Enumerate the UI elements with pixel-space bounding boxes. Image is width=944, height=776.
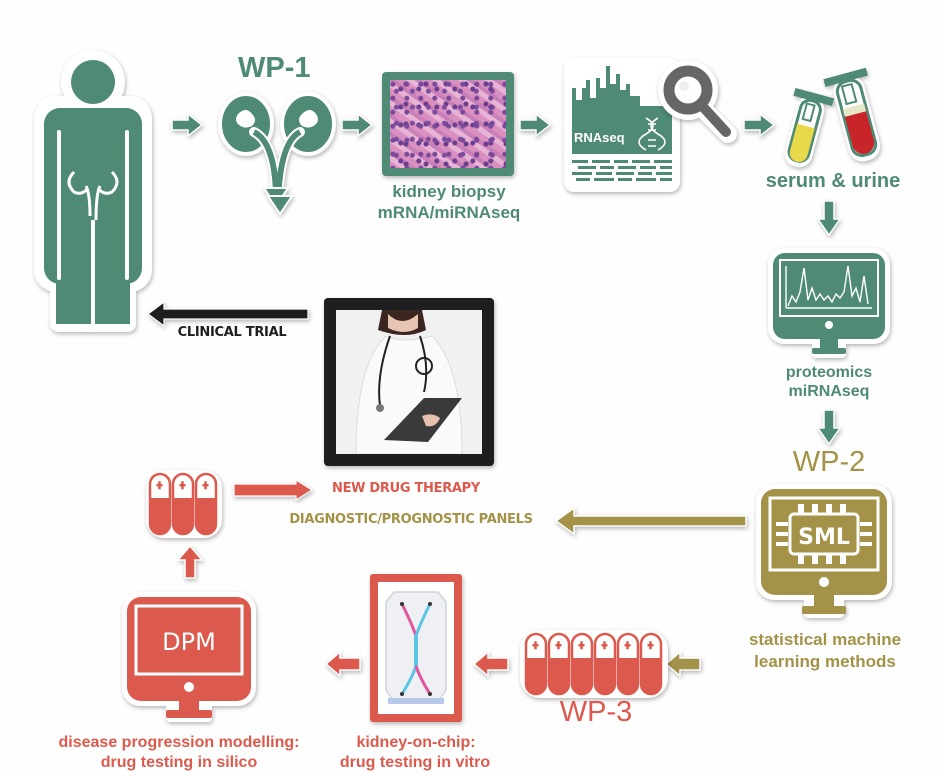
arrow-right-icon [743,112,776,138]
person-icon [34,50,152,332]
sml-label: SML [798,525,850,550]
rnaseq-label: RNAseq [574,130,625,145]
samples-label: serum & urine [765,170,901,192]
chip-label-line1: kidney-on-chip: [356,734,476,751]
dpm-monitor-icon: DPM [122,592,256,722]
arrow-up-icon [176,544,204,579]
proteomics-monitor-icon [768,248,890,358]
biopsy-label-line2: mRNA/miRNAseq [377,203,521,222]
test-tubes-icon [784,67,881,168]
methods-label-line2: learning methods [754,652,896,671]
capsules-icon [146,470,222,538]
arrow-left-icon [324,650,361,678]
wp1-title: WP-1 [238,52,311,84]
arrow-right-icon [519,112,552,138]
magnifier-icon [658,60,737,143]
panels-label: DIAGNOSTIC/PROGNOSTIC PANELS [289,512,533,527]
doctor-image [324,298,494,466]
capsule [194,472,218,536]
capsule [524,632,548,696]
wp2-title: WP-2 [792,446,866,478]
clinical-trial-label: CLINICAL TRIAL [177,325,287,340]
capsules-icon [520,630,668,698]
arrow-left-icon [147,300,309,328]
dpm-caption-line2: drug testing in silico [100,754,258,771]
chip-label-line2: drug testing in vitro [339,754,491,771]
proteomics-label-line1: proteomics [785,364,873,381]
arrow-right-icon [341,112,374,138]
biopsy-label-line1: kidney biopsy [392,182,506,201]
capsule [171,472,195,536]
arrow-left-icon [472,650,509,678]
arrow-down-icon [816,409,842,446]
capsule [148,472,172,536]
capsule [616,632,640,696]
arrow-right-icon [171,112,204,138]
capsule [639,632,663,696]
wp3-title: WP-3 [559,696,633,728]
capsule [570,632,594,696]
kidneys-icon [218,92,336,216]
arrow-left-icon [664,650,701,678]
dpm-caption-line1: disease progression modelling: [58,734,300,751]
rnaseq-chart-icon: RNAseq [564,58,680,192]
arrow-right-icon [233,478,314,502]
capsule [547,632,571,696]
sml-monitor-icon: SML [756,484,892,618]
kidney-on-chip-image [370,574,462,722]
dpm-label: DPM [162,628,216,656]
capsule [593,632,617,696]
new-drug-therapy-label: NEW DRUG THERAPY [331,481,481,496]
arrow-down-icon [816,200,842,237]
arrow-left-icon [554,506,747,536]
proteomics-label-line2: miRNAseq [788,383,870,400]
biopsy-image [382,72,514,176]
methods-label-line1: statistical machine [748,630,902,649]
